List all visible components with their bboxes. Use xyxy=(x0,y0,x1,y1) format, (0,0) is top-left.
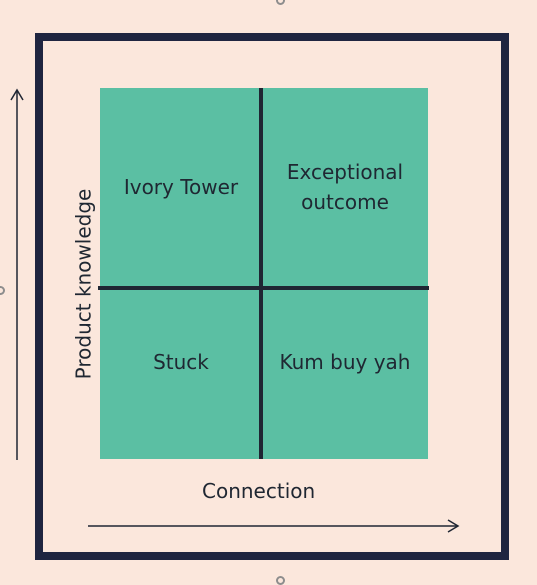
horizontal-divider xyxy=(98,286,429,290)
quadrant-grid: Ivory Tower Exceptional outcome Stuck Ku… xyxy=(100,88,428,459)
quadrant-top-right-label: Exceptional outcome xyxy=(286,160,404,214)
resize-handle-left[interactable] xyxy=(0,286,5,295)
x-axis-label: Connection xyxy=(202,479,316,503)
vertical-divider xyxy=(259,88,263,459)
quadrant-bottom-right-label: Kum buy yah xyxy=(279,350,411,374)
x-axis-arrow xyxy=(88,519,460,533)
resize-handle-top[interactable] xyxy=(276,0,285,5)
y-axis-arrow xyxy=(10,88,24,460)
quadrant-top-left-label: Ivory Tower xyxy=(123,175,239,199)
y-axis-label: Product knowledge xyxy=(71,188,96,380)
quadrant-bottom-left-label: Stuck xyxy=(153,350,209,374)
